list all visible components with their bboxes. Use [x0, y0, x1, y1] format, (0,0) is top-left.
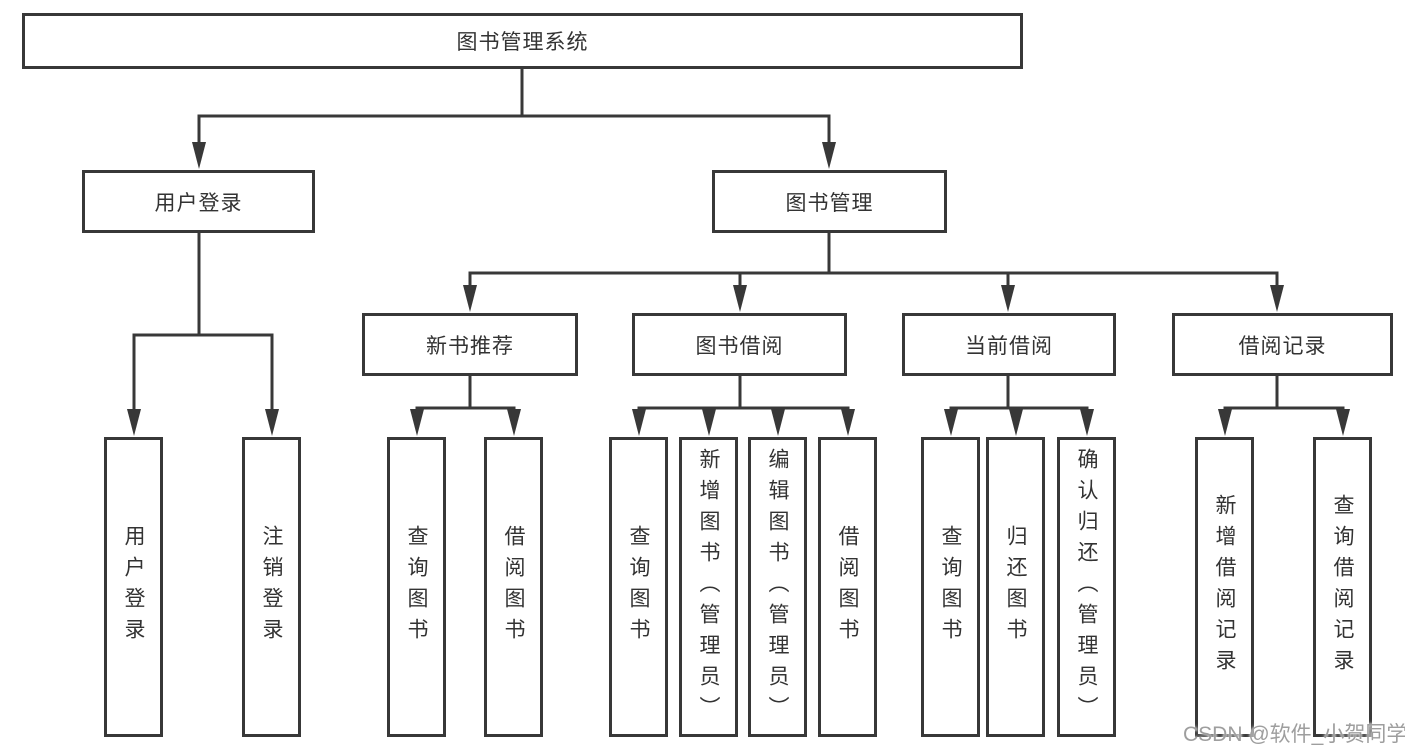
leaf-query-book-current: 查询图书 [921, 437, 980, 737]
leaf-add-borrow-record-label: 新增借阅记录 [1213, 494, 1237, 680]
node-current-borrow: 当前借阅 [902, 313, 1116, 376]
node-book-borrow-label: 图书借阅 [695, 334, 784, 358]
leaf-edit-book-admin: 编辑图书（管理员） [748, 437, 807, 737]
node-root-system: 图书管理系统 [22, 13, 1023, 69]
node-book-management: 图书管理 [712, 170, 947, 233]
leaf-add-book-admin: 新增图书（管理员） [679, 437, 738, 737]
leaf-logout: 注销登录 [242, 437, 301, 737]
leaf-edit-book-admin-label: 编辑图书（管理员） [766, 447, 790, 727]
leaf-query-book-recommend-label: 查询图书 [405, 525, 429, 649]
leaf-add-borrow-record: 新增借阅记录 [1195, 437, 1254, 737]
leaf-user-login: 用户登录 [104, 437, 163, 737]
leaf-borrow-book-label: 借阅图书 [836, 525, 860, 649]
leaf-query-book-borrow: 查询图书 [609, 437, 668, 737]
connector-paths [132, 69, 1345, 414]
leaf-return-book: 归还图书 [986, 437, 1045, 737]
leaf-add-book-admin-label: 新增图书（管理员） [697, 447, 721, 727]
node-current-borrow-label: 当前借阅 [965, 334, 1053, 358]
leaf-borrow-book: 借阅图书 [818, 437, 877, 737]
leaf-query-book-borrow-label: 查询图书 [627, 525, 651, 649]
leaf-confirm-return-admin-label: 确认归还（管理员） [1075, 447, 1099, 727]
node-new-book-recommend-label: 新书推荐 [426, 334, 514, 358]
csdn-watermark: CSDN @软件_小贺同学 [1183, 723, 1405, 746]
node-new-book-recommend: 新书推荐 [362, 313, 578, 376]
leaf-query-borrow-record-label: 查询借阅记录 [1331, 494, 1355, 680]
leaf-return-book-label: 归还图书 [1004, 525, 1028, 649]
leaf-user-login-label: 用户登录 [122, 525, 146, 649]
leaf-borrow-book-recommend: 借阅图书 [484, 437, 543, 737]
leaf-query-book-recommend: 查询图书 [387, 437, 446, 737]
leaf-borrow-book-recommend-label: 借阅图书 [502, 525, 526, 649]
arrowheads [127, 142, 1350, 436]
node-book-borrow: 图书借阅 [632, 313, 847, 376]
node-book-management-label: 图书管理 [785, 191, 874, 215]
node-borrow-records-label: 借阅记录 [1238, 334, 1327, 358]
node-user-login-label: 用户登录 [154, 191, 243, 215]
node-user-login: 用户登录 [82, 170, 315, 233]
leaf-confirm-return-admin: 确认归还（管理员） [1057, 437, 1116, 737]
leaf-query-borrow-record: 查询借阅记录 [1313, 437, 1372, 737]
leaf-query-book-current-label: 查询图书 [939, 525, 963, 649]
node-root-label: 图书管理系统 [456, 31, 589, 54]
node-borrow-records: 借阅记录 [1172, 313, 1393, 376]
leaf-logout-label: 注销登录 [260, 525, 284, 649]
